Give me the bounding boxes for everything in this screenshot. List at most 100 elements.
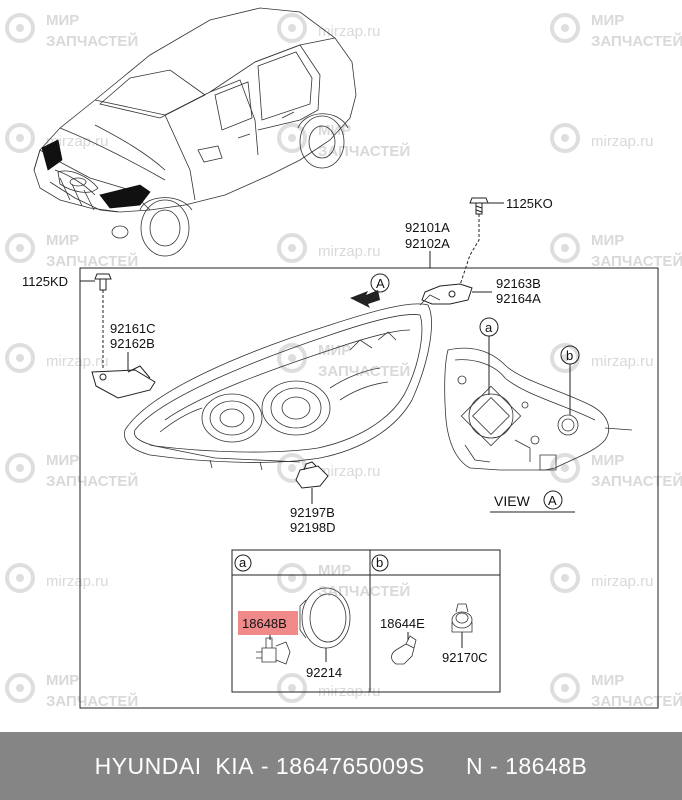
watermark-tile: mirzap.ru [277,233,381,263]
watermark-tile: mirzap.ru [5,343,109,373]
watermark-brand: МИР [46,12,79,29]
watermark-domain: mirzap.ru [318,463,381,480]
footer-separator-2: - [490,752,499,779]
label-92161c: 92161C [110,321,156,336]
label-callout-a: a [485,320,493,335]
label-18644e: 18644E [380,616,425,631]
footer-brand: HYUNDAI KIA [94,752,254,779]
watermark-brand: МИР [591,232,624,249]
footer-part-number: 1864765009S [275,752,425,779]
watermark-brand: МИР [46,672,79,689]
watermark-brand-line2: ЗАПЧАСТЕЙ [318,142,410,160]
label-view-arrow-a: A [376,276,385,291]
map-pin-icon [277,123,307,153]
watermark-tile: mirzap.ru [5,123,109,153]
screw-1125ko [469,197,489,215]
map-pin-icon [550,563,580,593]
label-1125kd: 1125KD [22,274,68,289]
watermark-tile: МИР ЗАПЧАСТЕЙ [5,672,138,710]
watermark-domain: mirzap.ru [318,243,381,260]
watermark-tile: МИР ЗАПЧАСТЕЙ [5,232,138,270]
part-info-footer: HYUNDAI KIA - 1864765009S N - 18648B [0,732,682,800]
footer-position-prefix: N [466,752,484,779]
map-pin-icon [5,673,35,703]
footer-separator: - [260,752,270,779]
label-panel-b: b [376,555,383,570]
parts-diagram: МИРЗАПЧАСТЕЙmirzap.ruМИРЗАПЧАСТЕЙmirzap.… [5,7,682,710]
map-pin-icon [550,123,580,153]
bracket-92163b [421,283,473,305]
map-pin-icon [5,13,35,43]
assembly-frame [79,267,659,709]
watermark-layer: МИРЗАПЧАСТЕЙmirzap.ruМИРЗАПЧАСТЕЙmirzap.… [5,12,682,710]
label-92162b: 92162B [110,336,155,351]
watermark-tile: mirzap.ru [5,563,109,593]
watermark-brand: МИР [591,672,624,689]
watermark-brand: МИР [591,452,624,469]
watermark-tile: МИР ЗАПЧАСТЕЙ [277,342,410,380]
headlamp-assembly [124,294,441,471]
watermark-brand: МИР [318,562,351,579]
watermark-tile: mirzap.ru [277,13,381,43]
label-panel-a: a [239,555,247,570]
watermark-brand-line2: ЗАПЧАСТЕЙ [591,472,682,490]
bracket-92161c [91,365,156,399]
label-18648b: 18648B [242,616,287,631]
label-92163b: 92163B [496,276,541,291]
bulb-18648b [256,637,291,665]
label-92198d: 92198D [290,520,336,535]
cap-92214 [299,587,351,649]
screw-1125kd [94,273,112,291]
watermark-brand: МИР [46,452,79,469]
view-arrow-icon [350,290,380,308]
watermark-tile: МИР ЗАПЧАСТЕЙ [277,562,410,600]
highlight-box [238,611,298,635]
watermark-tile: МИР ЗАПЧАСТЕЙ [550,672,682,710]
watermark-brand-line2: ЗАПЧАСТЕЙ [318,582,410,600]
watermark-domain: mirzap.ru [46,573,109,590]
watermark-brand-line2: ЗАПЧАСТЕЙ [591,32,682,50]
label-92102a: 92102A [405,236,450,251]
footer-position: 18648B [505,752,588,779]
watermark-tile: mirzap.ru [277,453,381,483]
map-pin-icon [550,13,580,43]
watermark-tile: mirzap.ru [550,563,654,593]
label-callout-b: b [566,348,573,363]
socket-92170c [451,603,473,633]
label-92214: 92214 [306,665,342,680]
watermark-tile: МИР ЗАПЧАСТЕЙ [550,452,682,490]
watermark-brand-line2: ЗАПЧАСТЕЙ [46,692,138,710]
watermark-domain: mirzap.ru [46,353,109,370]
map-pin-icon [277,343,307,373]
label-92170c: 92170C [442,650,488,665]
map-pin-icon [550,233,580,263]
watermark-brand: МИР [591,12,624,29]
map-pin-icon [550,673,580,703]
label-1125ko: 1125KO [506,196,553,211]
watermark-domain: mirzap.ru [591,573,654,590]
watermark-tile: МИР ЗАПЧАСТЕЙ [5,452,138,490]
watermark-tile: МИР ЗАПЧАСТЕЙ [550,12,682,50]
map-pin-icon [5,123,35,153]
label-view-letter: A [548,493,557,508]
watermark-brand: МИР [318,342,351,359]
watermark-tile: mirzap.ru [550,123,654,153]
watermark-domain: mirzap.ru [318,23,381,40]
watermark-brand: МИР [46,232,79,249]
watermark-domain: mirzap.ru [46,133,109,150]
watermark-brand-line2: ЗАПЧАСТЕЙ [591,692,682,710]
map-pin-icon [5,343,35,373]
label-92164a: 92164A [496,291,541,306]
map-pin-icon [277,233,307,263]
watermark-brand-line2: ЗАПЧАСТЕЙ [318,362,410,380]
bulb-18644e [391,635,417,665]
bracket-92197b [295,461,329,489]
watermark-brand-line2: ЗАПЧАСТЕЙ [46,252,138,270]
map-pin-icon [5,233,35,263]
watermark-brand-line2: ЗАПЧАСТЕЙ [46,472,138,490]
map-pin-icon [277,13,307,43]
rear-view-a [444,347,633,471]
